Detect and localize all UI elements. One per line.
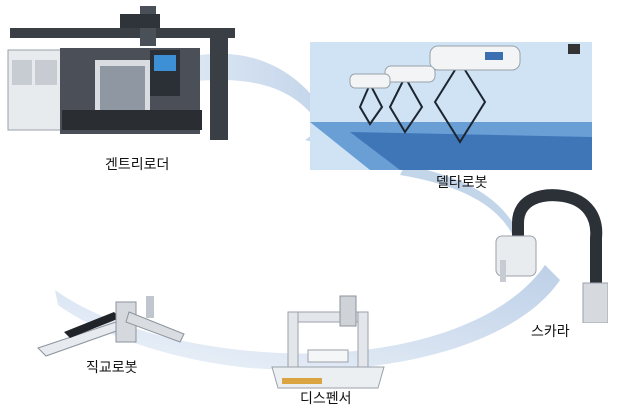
label-cartesian-robot: 직교로봇 (86, 360, 138, 376)
gantry-loader-image (7, 6, 235, 140)
dispenser-base (271, 366, 385, 389)
scara-arm (512, 189, 603, 314)
arrow-scara-to-cartesian (55, 265, 560, 371)
dispenser-head (339, 295, 357, 327)
delta-robot-image (310, 42, 592, 170)
cartesian-robot-image (37, 296, 185, 357)
scara-base (582, 282, 608, 323)
gantry-pillar (210, 30, 228, 140)
gantry-rail (10, 28, 235, 38)
delta-robot-head (429, 45, 521, 71)
label-gantry-loader: 겐트리로더 (105, 157, 170, 173)
label-dispenser: 디스펜서 (300, 391, 352, 407)
label-scara: 스카라 (531, 324, 570, 340)
label-delta-robot: 델타로봇 (436, 175, 488, 191)
dispenser-image (271, 295, 385, 389)
scara-robot-image (495, 189, 608, 323)
